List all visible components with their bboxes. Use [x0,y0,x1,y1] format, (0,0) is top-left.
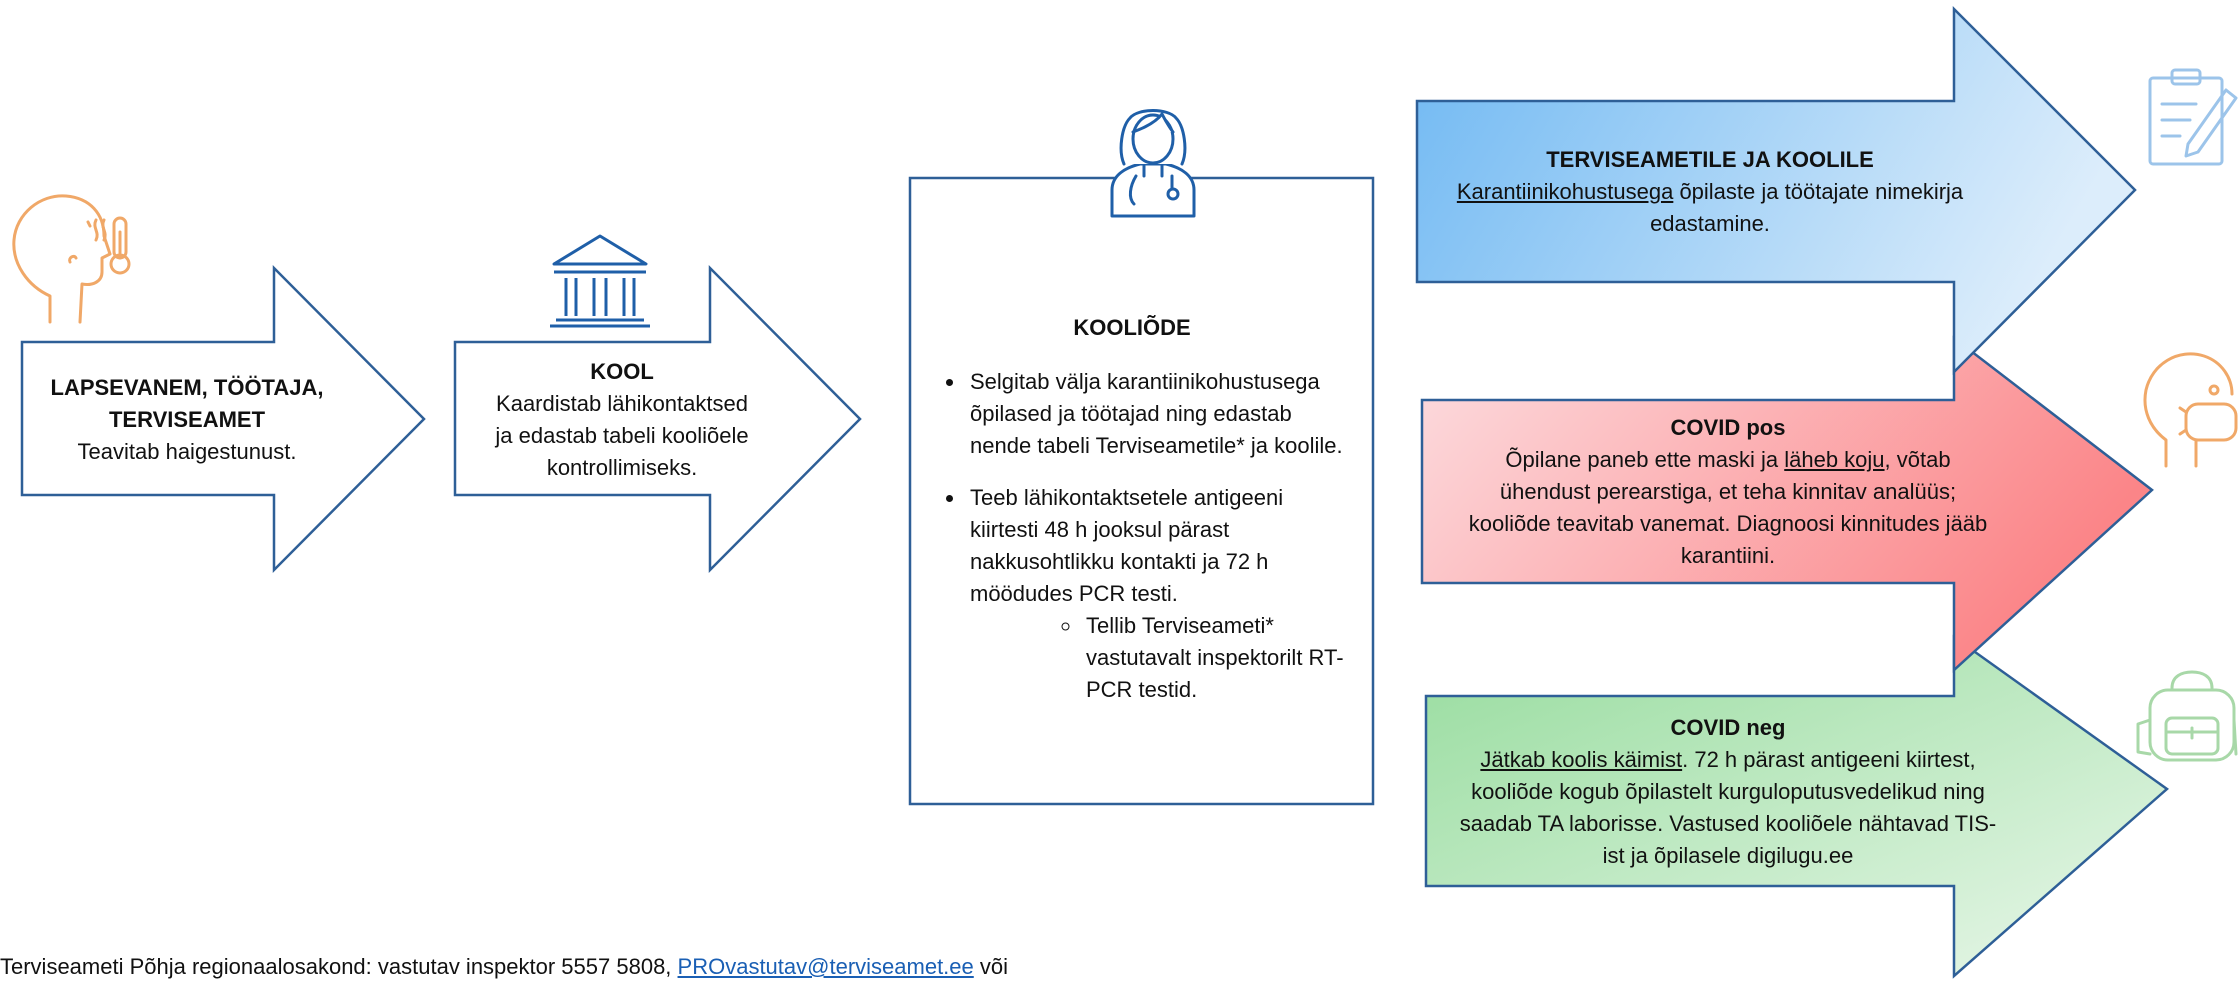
to-agency-underlined: Karantiinikohustusega [1456,179,1674,204]
clipboard-icon [2148,68,2238,166]
school-nurse-bullet-2-text: Teeb lähikontaktsetele antigeeni kiirtes… [970,485,1284,606]
school-description-line3: kontrollimiseks. [546,455,698,480]
school-nurse-bullet-1: Selgitab välja karantiinikohustusega õpi… [966,366,1352,462]
school-nurse-content: KOOLIÕDE Selgitab välja karantiinikohust… [912,312,1352,726]
school-nurse-bullet-2: Teeb lähikontaktsetele antigeeni kiirtes… [966,482,1352,706]
covid-pos-line3: kooliõde teavitab vanemat. Diagnoosi kin… [1468,511,1988,536]
covid-pos-text: COVID pos Õpilane paneb ette maski ja lä… [1428,412,2028,572]
covid-neg-arrow [1424,634,2170,979]
covid-neg-title: COVID neg [1670,715,1786,740]
covid-pos-line1-a: Õpilane paneb ette maski ja [1505,447,1785,472]
covid-pos-line2: ühendust perearstiga, et teha kinnitav a… [1499,479,1957,504]
footer-email-link[interactable]: PROvastutav@terviseamet.ee [677,954,974,979]
to-agency-text: TERVISEAMETILE JA KOOLILE Karantiinikohu… [1420,144,2000,240]
covid-neg-continue: Jätkab koolis käimist [1480,747,1683,772]
school-nurse-sub-bullet: Tellib Terviseameti* vastutavalt inspekt… [1082,610,1352,706]
footer-contact: Terviseameti Põhja regionaalosakond: vas… [0,952,1008,982]
sick-person-icon [12,194,131,324]
to-agency-title: TERVISEAMETILE JA KOOLILE [1546,147,1874,172]
school-arrow [453,264,862,574]
covid-neg-line3: saadab TA laborisse. Vastused kooliõele … [1459,811,1997,836]
covid-neg-text: COVID neg Jätkab koolis käimist. 72 h pä… [1428,712,2028,872]
backpack-icon [2136,670,2238,762]
covid-neg-line1-b: . 72 h pärast antigeeni kiirtest, [1682,747,1976,772]
school-nurse-sublist: Tellib Terviseameti* vastutavalt inspekt… [970,610,1352,706]
covid-pos-line1-b: , võtab [1884,447,1951,472]
covid-neg-line4: ist ja õpilasele digilugu.ee [1602,843,1854,868]
parent-arrow [20,264,426,574]
school-nurse-title: KOOLIÕDE [1073,315,1191,340]
to-agency-arrow [1415,5,2137,376]
covid-neg-line2: kooliõde kogub õpilastelt kurguloputusve… [1471,779,1985,804]
to-agency-line1-rest: õpilaste ja töötajate nimekirja [1673,179,1964,204]
school-nurse-box [908,176,1375,806]
school-title: KOOL [590,359,654,384]
nurse-icon [1110,109,1196,218]
parent-text: LAPSEVANEM, TÖÖTAJA, TERVISEAMET Teavita… [22,372,352,468]
footer-text: Terviseameti Põhja regionaalosakond: vas… [0,954,678,979]
school-building-icon [550,234,650,328]
school-description-line1: Kaardistab lähikontaktsed [496,391,748,416]
covid-pos-go-home: läheb koju [1784,447,1885,472]
parent-title-line1: LAPSEVANEM, TÖÖTAJA, [50,375,324,400]
masked-person-icon [2143,352,2238,468]
school-description-line2: ja edastab tabeli kooliõele [495,423,749,448]
school-nurse-list: Selgitab välja karantiinikohustusega õpi… [912,366,1352,706]
footer-suffix: või [973,954,1009,979]
covid-pos-title: COVID pos [1670,415,1786,440]
school-text: KOOL Kaardistab lähikontaktsed ja edasta… [462,356,782,484]
to-agency-line2: edastamine. [1650,211,1770,236]
parent-title-line2: TERVISEAMET [108,407,266,432]
covid-pos-arrow [1420,335,2154,673]
parent-description: Teavitab haigestunust. [77,439,297,464]
covid-pos-line4: karantiini. [1680,543,1776,568]
